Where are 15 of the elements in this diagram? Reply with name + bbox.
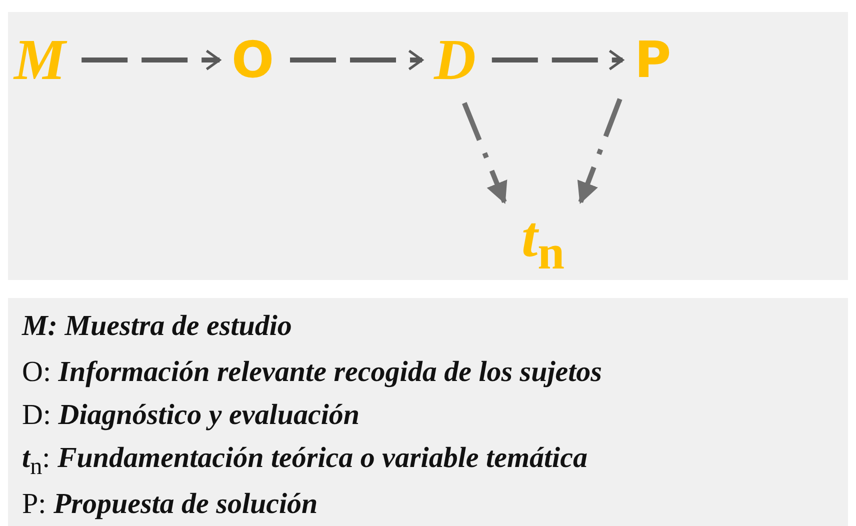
dashed-arrow xyxy=(290,50,424,70)
variable-symbol: t$_{n}$ xyxy=(520,208,567,278)
variable-symbol: P xyxy=(632,35,674,85)
key-line: M: Muestra de estudio xyxy=(22,311,292,343)
key-line: t$_{n}$: Fundamentación teórica o variable temática xyxy=(22,442,588,480)
key-line: P: Propuesta de solución xyxy=(22,489,318,521)
variable-symbol: D xyxy=(432,31,478,89)
dashed-arrow xyxy=(462,102,508,204)
key-line: O: Información relevante recogida de los sujetos xyxy=(22,357,602,389)
variable-symbol: M xyxy=(12,31,68,89)
dashed-arrow xyxy=(577,98,622,204)
key-line: D: Diagnóstico y evaluación xyxy=(22,400,360,432)
dashed-arrow xyxy=(492,50,624,70)
variable-symbol: O xyxy=(230,35,276,85)
dashed-arrow xyxy=(82,50,221,70)
